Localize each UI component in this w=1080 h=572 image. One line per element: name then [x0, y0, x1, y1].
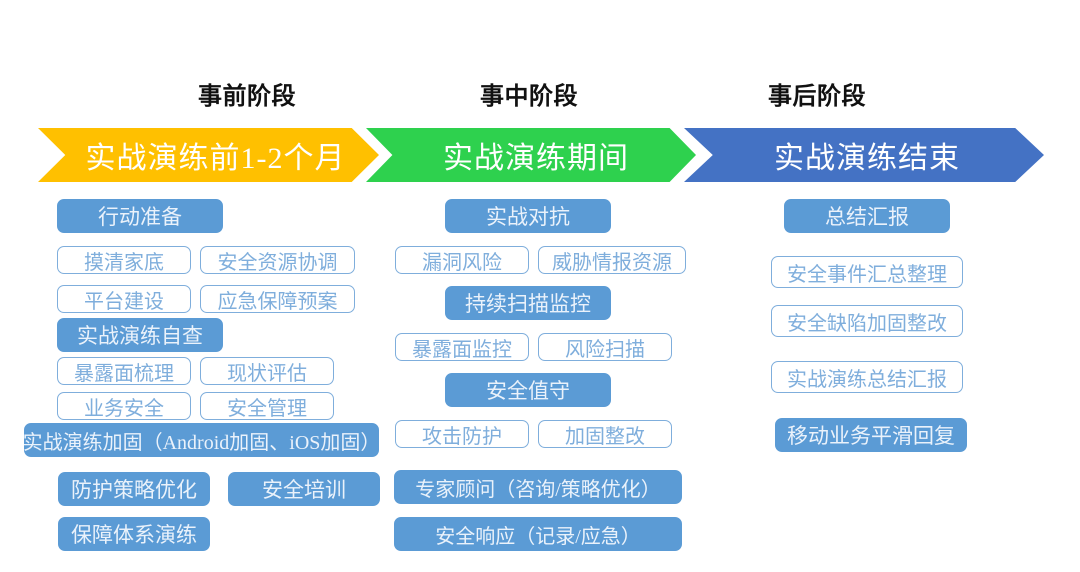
chevron-band: 实战演练前1-2个月 实战演练期间 实战演练结束	[0, 128, 1080, 182]
pill-live-confrontation[interactable]: 实战对抗	[445, 199, 611, 233]
pill-security-duty[interactable]: 安全值守	[445, 373, 611, 407]
pill-continuous-scan-monitoring[interactable]: 持续扫描监控	[445, 286, 611, 320]
chevron-stage-2[interactable]: 实战演练期间	[366, 128, 696, 182]
pill-hardening-rectification[interactable]: 加固整改	[538, 420, 672, 448]
pill-expert-consulting[interactable]: 专家顾问（咨询/策略优化）	[394, 470, 682, 504]
pill-risk-scanning[interactable]: 风险扫描	[538, 333, 672, 361]
phase-caption-post: 事后阶段	[768, 83, 866, 110]
pill-security-resource-coordination[interactable]: 安全资源协调	[200, 246, 355, 274]
chevron-stage-1[interactable]: 实战演练前1-2个月	[38, 128, 379, 182]
pill-current-status-assessment[interactable]: 现状评估	[200, 357, 334, 385]
pill-security-training[interactable]: 安全培训	[228, 472, 380, 506]
pill-drill-hardening[interactable]: 实战演练加固（Android加固、iOS加固）	[23, 423, 380, 457]
pill-vulnerability-risk[interactable]: 漏洞风险	[395, 246, 529, 274]
pill-threat-intel-resource[interactable]: 威胁情报资源	[538, 246, 686, 274]
pill-attack-surface-monitoring[interactable]: 暴露面监控	[395, 333, 529, 361]
pill-security-management[interactable]: 安全管理	[200, 392, 334, 420]
phase-caption-during: 事中阶段	[480, 83, 578, 110]
phase-caption-pre: 事前阶段	[198, 83, 296, 110]
chevron-stage-1-label: 实战演练前1-2个月	[85, 142, 346, 175]
pill-emergency-plan[interactable]: 应急保障预案	[200, 285, 355, 313]
pill-business-security[interactable]: 业务安全	[57, 392, 191, 420]
chevron-stage-3[interactable]: 实战演练结束	[684, 128, 1044, 182]
pill-security-response[interactable]: 安全响应（记录/应急）	[394, 517, 682, 551]
pill-action-preparation[interactable]: 行动准备	[57, 199, 223, 233]
pill-security-incident-consolidation[interactable]: 安全事件汇总整理	[771, 256, 963, 288]
pill-security-defect-rectification[interactable]: 安全缺陷加固整改	[771, 305, 963, 337]
pill-asset-inventory[interactable]: 摸清家底	[57, 246, 191, 274]
pill-mobile-business-smooth-recovery[interactable]: 移动业务平滑回复	[775, 418, 967, 452]
pill-attack-surface-review[interactable]: 暴露面梳理	[57, 357, 191, 385]
pill-assurance-system-drill[interactable]: 保障体系演练	[58, 517, 210, 551]
pill-attack-defense[interactable]: 攻击防护	[395, 420, 529, 448]
pill-drill-self-inspection[interactable]: 实战演练自查	[57, 318, 223, 352]
pill-defense-strategy-optimization[interactable]: 防护策略优化	[58, 472, 210, 506]
pill-drill-summary-report[interactable]: 实战演练总结汇报	[771, 361, 963, 393]
chevron-stage-3-label: 实战演练结束	[774, 142, 960, 175]
chevron-stage-2-label: 实战演练期间	[443, 142, 629, 175]
pill-summary-report[interactable]: 总结汇报	[784, 199, 950, 233]
pill-platform-construction[interactable]: 平台建设	[57, 285, 191, 313]
